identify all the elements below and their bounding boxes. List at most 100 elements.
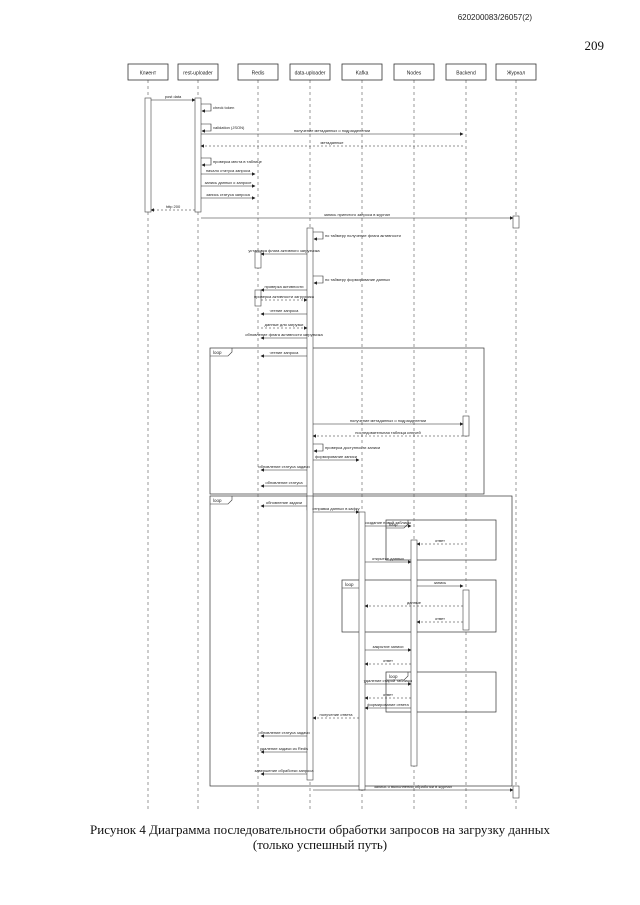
message-23: проверка доступности записи [313,443,380,453]
participant-4: data-uploader [289,63,331,81]
message-label: запись статуса запроса [206,192,250,197]
message-39: формирование ответа [364,702,411,710]
message-42: удаление задачи из Redis [260,746,308,754]
message-label: обновление флага активности загрузчика [245,332,323,337]
message-28: отправка данных в кафку [312,506,360,514]
activation-bar [306,495,314,781]
message-arrow [313,275,324,285]
caption-line-2: (только успешный путь) [252,837,388,852]
message-label: ответ [383,692,393,697]
message-label: формирование ответа [367,702,409,707]
message-41: обновление статуса задачи [258,730,310,738]
participant-1: Клиент [127,63,169,81]
message-label: check token [213,105,234,110]
message-19: обновление флага активности загрузчика [245,332,323,340]
message-9: запись статуса запроса [201,192,256,200]
participant-2: rest-uploader [177,63,219,81]
message-31: открытие данных [365,556,412,564]
message-35: закрытие записи [365,644,412,652]
message-label: получение ответа [320,712,354,717]
message-11: запись принятого запроса в журнал [201,212,514,220]
message-43: завершение обработки запроса [254,768,314,776]
message-label: завершение обработки запроса [254,768,314,773]
message-44: запись о выполнении обработки в журнал [313,784,514,792]
message-label: запись [434,580,447,585]
message-38: ответ [364,692,411,700]
loop-frame-tab [210,496,233,505]
message-24: формирование записи [313,454,360,462]
loop-frame [341,579,497,633]
message-17: чтение запроса [260,308,307,316]
message-8: запись данных о запросе [201,180,256,188]
activation-bar [254,289,262,307]
participant-label: data-uploader [295,71,326,77]
participant-box [495,63,537,81]
message-label: проверка места в таблице [213,159,263,164]
message-label: по таймеру формирование данных [325,277,390,282]
message-label: обновление задачи [266,500,302,505]
message-label: проверка доступности записи [325,445,380,450]
loop-frame-tab [386,672,409,681]
message-label: запись принятого запроса в журнал [324,212,391,217]
message-label: данные для загрузки [265,322,304,327]
message-label: post data [165,94,182,99]
message-36: ответ [364,658,411,666]
participant-box [289,63,331,81]
message-6: проверка места в таблице [201,157,263,167]
message-40: получение ответа [312,712,359,720]
message-label: обновление статуса [265,480,303,485]
message-arrow [201,123,212,133]
message-3: validation (JSON) [201,123,245,133]
participant-6: Nodes [393,63,435,81]
figure-caption: Рисунок 4 Диаграмма последовательности о… [0,822,640,852]
message-label: отправка данных в кафку [312,506,359,511]
message-label: открытие данных [372,556,404,561]
message-arrow [201,157,212,167]
participant-label: Kafka [356,71,369,77]
message-34: ответ [416,616,463,624]
message-12: по таймеру получение флага активности [313,231,401,241]
message-label: формирование записи [315,454,357,459]
message-26: обновление статуса [260,480,307,488]
message-label: запись о выполнении обработки в журнал [374,784,453,789]
activation-bar [410,539,418,767]
message-label: ответ [435,616,445,621]
participant-box [177,63,219,81]
message-label: ответ [435,538,445,543]
loop-frame-label: loop [389,674,398,679]
message-label: удаление старой таблицы [364,678,413,683]
message-label: удаление задачи из Redis [260,746,308,751]
participant-label: rest-uploader [183,71,213,77]
message-4: получение метаданных о подразделении [201,128,464,136]
message-label: ответ [383,658,393,663]
message-14: по таймеру формирование данных [313,275,390,285]
message-label: создание новой таблицы [365,520,411,525]
loop-frame [209,347,485,495]
activation-bar [462,415,470,437]
message-16: проверка активности загрузчика [254,294,315,302]
caption-line-1: Рисунок 4 Диаграмма последовательности о… [90,822,550,837]
message-30: ответ [416,538,463,546]
message-label: обновление статуса задачи [258,464,309,469]
activation-bar [194,97,202,213]
loop-frame [385,519,497,561]
participant-8: Журнал [495,63,537,81]
message-arrow [201,103,212,113]
activation-bar [512,215,520,229]
participant-5: Kafka [341,63,383,81]
message-label: чтение запроса [270,350,300,355]
message-label: обновление статуса задачи [258,730,309,735]
participant-3: Redis [237,63,279,81]
activation-bar [254,251,262,269]
loop-frame-label: loop [389,522,398,527]
message-label: http 200 [166,204,181,209]
message-29: создание новой таблицы [365,520,412,528]
message-32: запись [417,580,464,588]
participant-label: Redis [252,71,265,77]
message-20: чтение запроса [260,350,307,358]
message-21: получение метаданных о подразделении [313,418,464,426]
loop-frame-label: loop [213,350,222,355]
message-label: проверка активности загрузчика [254,294,315,299]
participant-box [341,63,383,81]
